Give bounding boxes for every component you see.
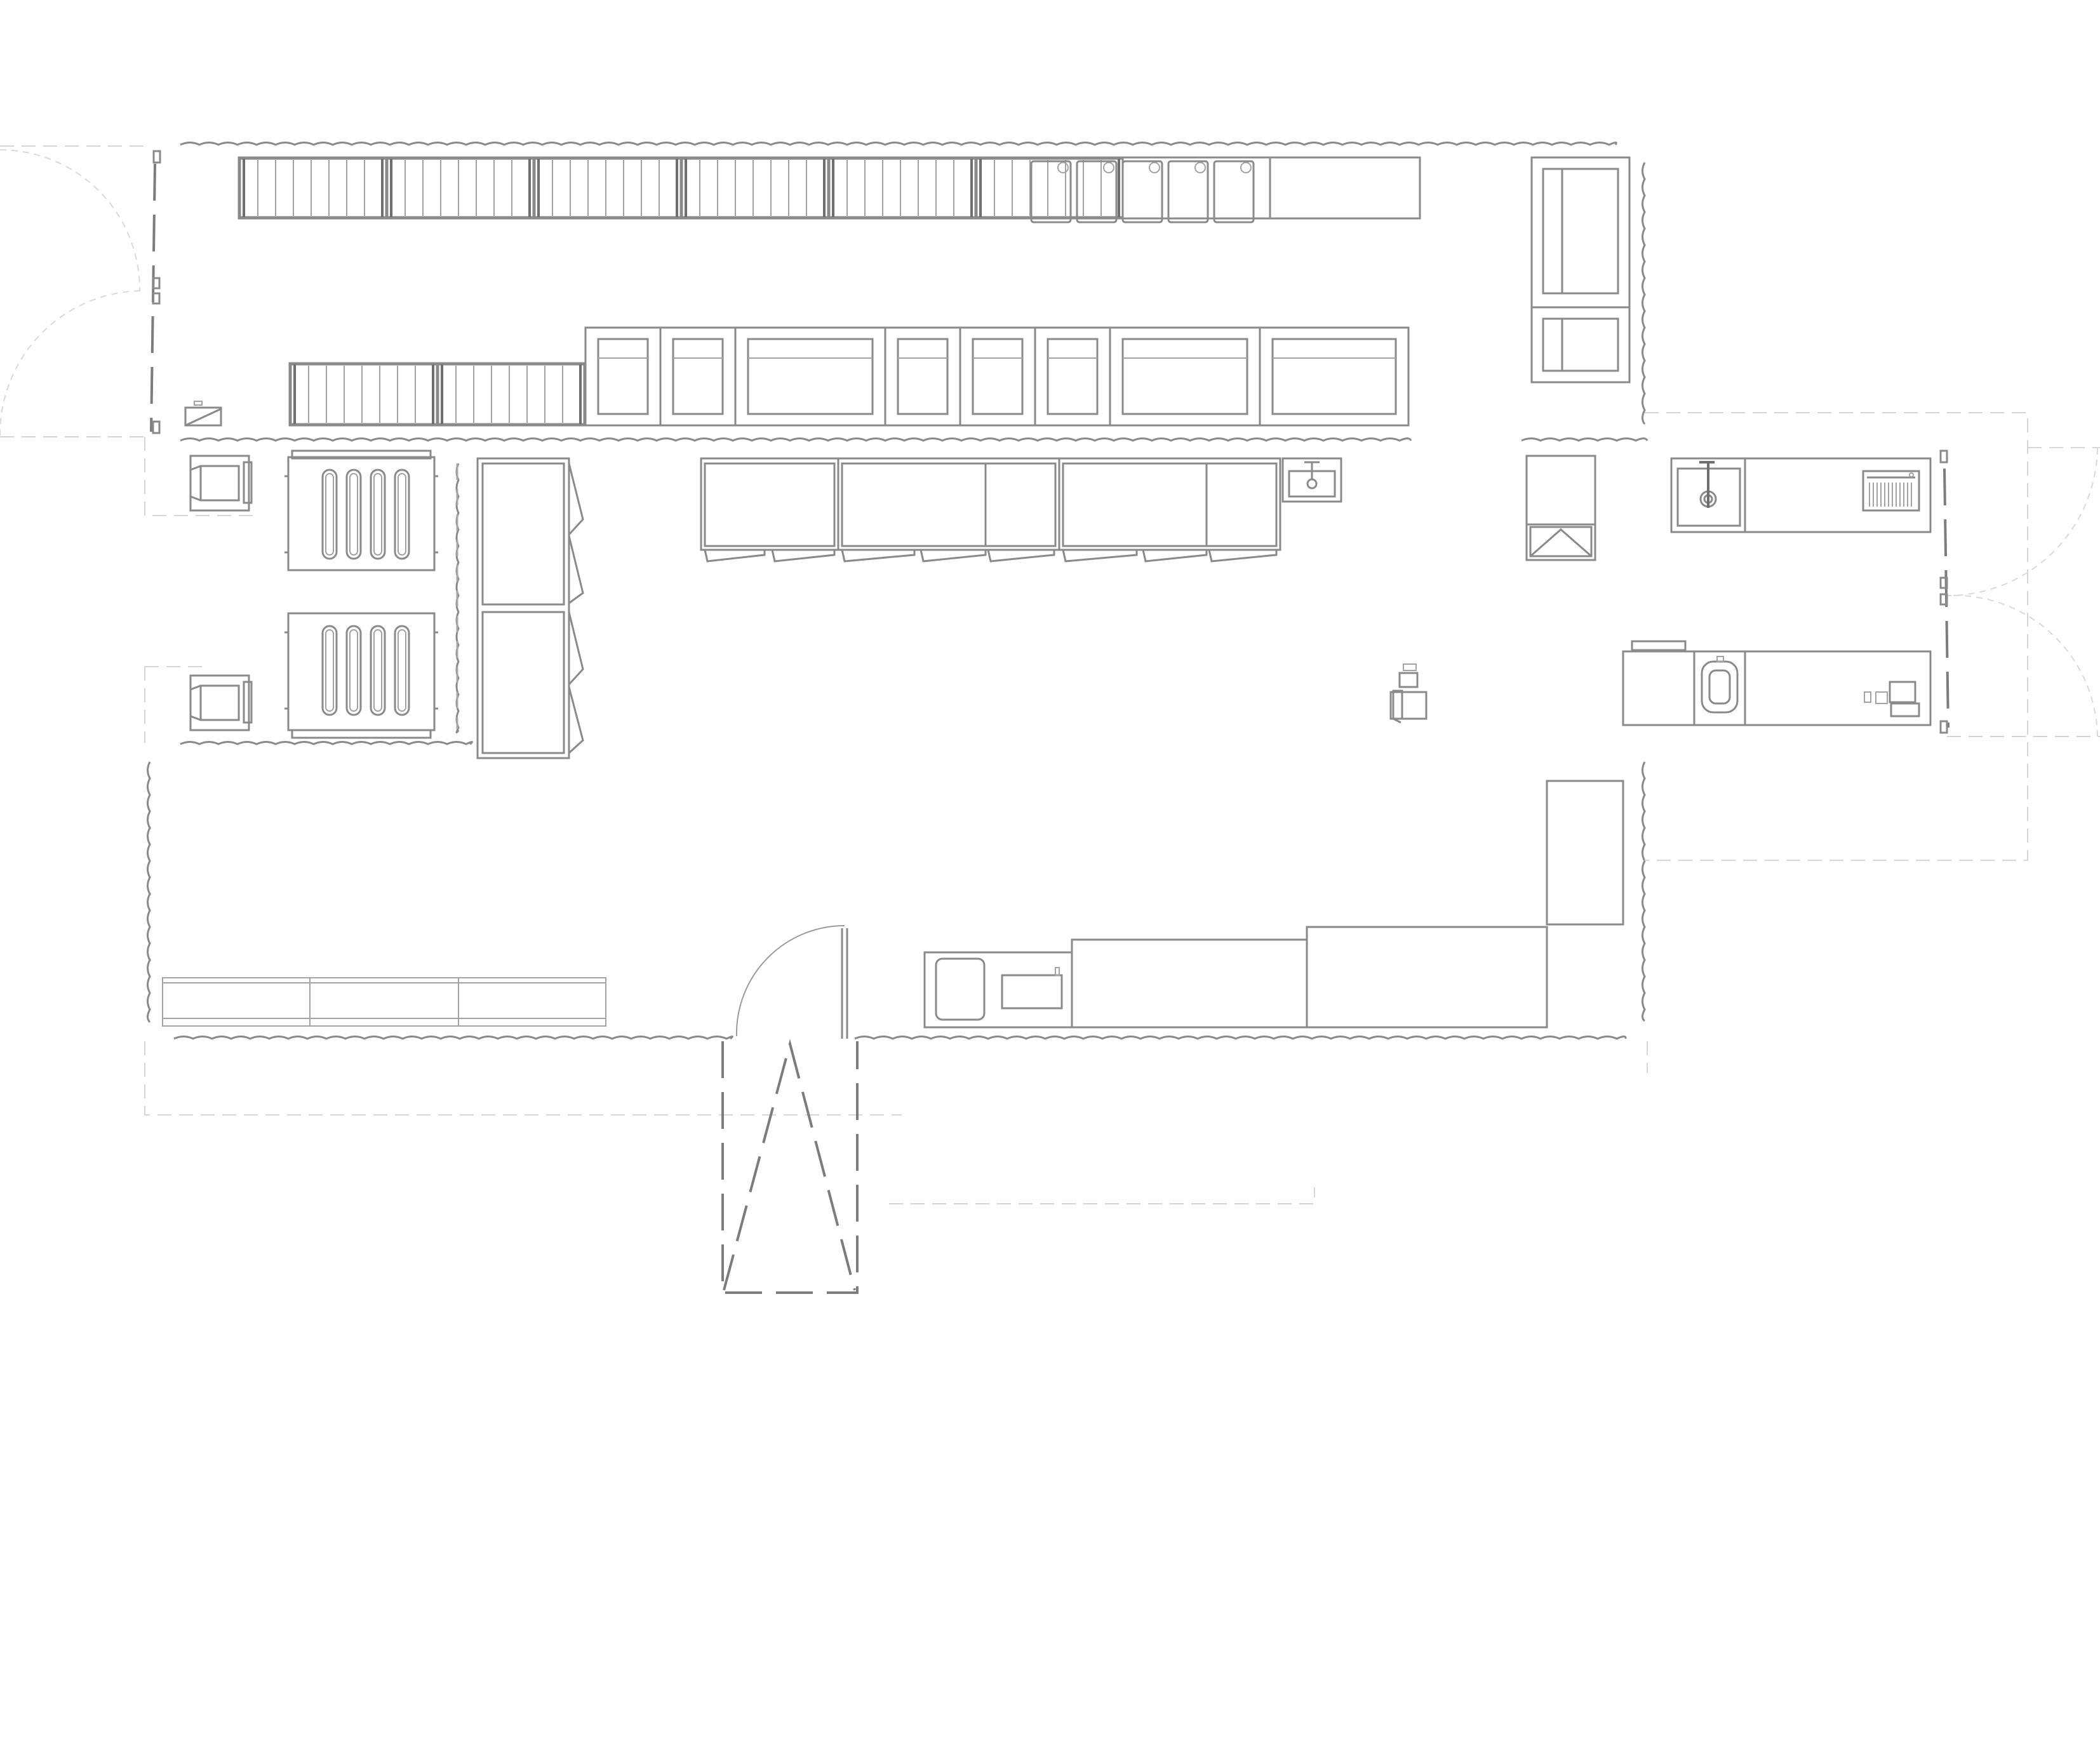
rack-tray [321,469,338,560]
floor-sink-drain [1149,162,1160,173]
upright-cabinet [1530,156,1631,383]
shelf-unit [681,157,829,218]
shelf-unit [533,157,682,218]
rack-bottom [284,612,438,739]
rack-tray-inner [349,629,358,712]
oven-door-swing [704,549,766,563]
wall-segment [173,1036,733,1040]
hand-sink [1281,457,1342,503]
oven-door-swing [841,549,916,563]
work-station-bottom [189,674,253,731]
rack-tray [345,469,362,560]
exterior-boundary [0,145,2100,1204]
wall-segment [1642,162,1646,425]
wall-sign [184,401,222,427]
oven-door-swing [1062,549,1138,563]
floor-sink [1121,160,1163,223]
walls [147,142,1649,1040]
floor-sink [1030,160,1072,223]
rack-tray [370,625,386,716]
wall-segment [147,761,151,1023]
floor-sink [1213,160,1255,223]
oven-door-swing [987,549,1055,563]
oven-door-swing [771,549,836,563]
cooking-line [700,457,1281,563]
floor-sink [1076,160,1118,223]
wall-segment [180,437,1412,442]
rack-tray [394,469,410,560]
rack-tray-inner [349,473,358,556]
wall-segment [1642,761,1646,1022]
rack-tray-inner [398,629,406,712]
unit-door [1047,338,1099,415]
unit-door [1121,338,1248,415]
rack-tray [370,469,386,560]
rack-tray-inner [373,473,382,556]
bench-lower-left [162,977,606,1027]
rack-tray [345,625,362,716]
rack-tray-inner [373,629,382,712]
pos-terminal [1389,663,1428,724]
wall-shelving-second [288,362,587,427]
rack-tray-inner [398,473,406,556]
rack-tray-inner [325,473,334,556]
floor-sink-drain [1240,162,1252,173]
oven-door-swing [1208,549,1278,563]
rack-tray [394,625,410,716]
unit-door [747,338,874,415]
oven-door-swing [1142,549,1208,563]
rack-top [284,450,438,571]
shelf-unit [239,157,387,218]
rack-tray [321,625,338,716]
wall-shelving-top [237,156,1421,220]
work-station-top [189,455,253,512]
floor-sink-drain [1103,162,1114,173]
unit-door [1271,338,1397,415]
annex-prep-counter [1622,640,1932,726]
deck-ovens [476,457,584,759]
annex-sink-counter [1670,457,1932,533]
reach-in-units [584,326,1410,427]
shelf-unit [828,157,977,218]
rack-tray-inner [325,629,334,712]
openings [150,150,1950,1294]
floor-sink-drain [1194,162,1206,173]
shelf-unit [437,363,585,425]
lower-counters [923,780,1624,1029]
oven-door-swing [920,549,987,563]
unit-door [897,338,949,415]
unit-door [672,338,724,415]
shelf-unit [290,363,438,425]
wall-segment [180,142,1617,146]
unit-door [972,338,1024,415]
ice-machine [1525,455,1596,561]
floor-sink [1167,160,1209,223]
shelf-unit [386,157,535,218]
wall-segment [854,1036,1627,1040]
floor-sink-drain [1057,162,1069,173]
floor-sink-row [1030,160,1255,223]
unit-door [597,338,649,415]
wall-segment [180,741,473,745]
wall-segment [1521,437,1649,442]
grill-knob [1909,472,1914,477]
